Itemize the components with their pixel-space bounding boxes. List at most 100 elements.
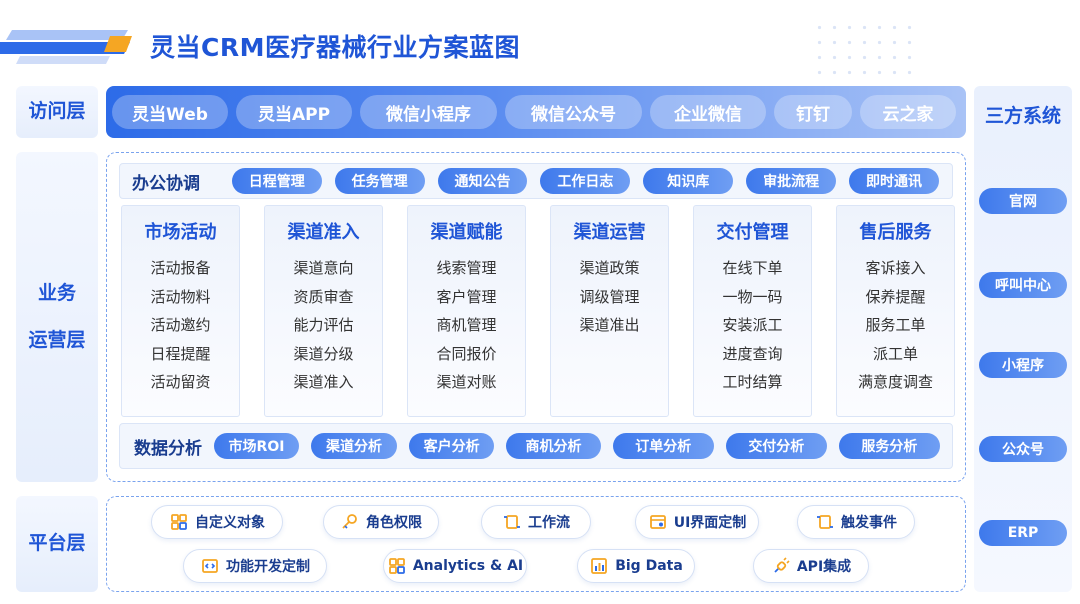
business-layer-label: 业务 运营层 (16, 152, 98, 482)
office-item: 知识库 (643, 168, 734, 194)
analysis-item: 交付分析 (725, 433, 827, 459)
access-item-dingtalk: 钉钉 (774, 95, 852, 129)
code-icon (200, 556, 220, 576)
office-item: 即时通讯 (849, 168, 939, 194)
scroll-icon (815, 512, 835, 532)
column-market-activity: 市场活动 活动报备 活动物料 活动邀约 日程提醒 活动留资 (121, 205, 240, 417)
platform-item-label: 自定义对象 (195, 515, 265, 531)
platform-layer-box: 自定义对象 角色权限 工作流 UI界面定制 触发事件 功能开发定制 Ana (106, 496, 966, 592)
third-party-item-miniprogram: 小程序 (979, 352, 1067, 378)
platform-item-api-integration: API集成 (753, 549, 869, 583)
column-item: 合同报价 (436, 344, 497, 363)
analysis-item: 订单分析 (612, 433, 714, 459)
business-layer-box: 办公协调 日程管理 任务管理 通知公告 工作日志 知识库 审批流程 即时通讯 市… (106, 152, 966, 482)
column-item: 工时结算 (722, 373, 783, 391)
platform-item-label: 角色权限 (366, 515, 422, 531)
access-item-yunzhijia: 云之家 (860, 95, 956, 129)
platform-item-role-permission: 角色权限 (323, 505, 439, 539)
column-delivery-management: 交付管理 在线下单 一物一码 安装派工 进度查询 工时结算 (693, 205, 812, 417)
platform-item-analytics-ai: Analytics & AI (383, 549, 527, 583)
column-item: 能力评估 (293, 316, 354, 334)
window-icon (648, 512, 668, 532)
office-title: 办公协调 (132, 173, 200, 194)
platform-item-label: 功能开发定制 (226, 559, 310, 575)
column-item: 保养提醒 (865, 287, 926, 306)
column-item: 一物一码 (722, 287, 783, 306)
analysis-item: 服务分析 (838, 433, 940, 459)
column-item: 进度查询 (722, 344, 783, 363)
business-columns: 市场活动 活动报备 活动物料 活动邀约 日程提醒 活动留资 渠道准入 渠道意向 … (121, 205, 955, 417)
column-title: 渠道准入 (287, 222, 360, 243)
access-item-web: 灵当Web (112, 95, 228, 129)
analysis-item: 市场ROI (213, 433, 300, 459)
page-title: 灵当CRM医疗器械行业方案蓝图 (150, 33, 520, 62)
column-item: 调级管理 (579, 287, 640, 306)
access-layer-label: 访问层 (16, 86, 98, 138)
column-channel-access: 渠道准入 渠道意向 资质审查 能力评估 渠道分级 渠道准入 (264, 205, 383, 417)
third-party-panel: 三方系统 官网 呼叫中心 小程序 公众号 ERP (974, 86, 1072, 592)
column-item: 活动报备 (150, 259, 211, 277)
column-item: 客诉接入 (865, 259, 926, 277)
platform-item-custom-object: 自定义对象 (151, 505, 283, 539)
column-item: 满意度调查 (857, 373, 933, 391)
chart-icon (589, 556, 609, 576)
column-title: 售后服务 (859, 222, 932, 243)
logo-stripes (0, 30, 132, 64)
third-party-title: 三方系统 (984, 105, 1061, 127)
column-item: 安装派工 (722, 316, 783, 334)
platform-item-ui-customization: UI界面定制 (635, 505, 759, 539)
access-item-miniprogram: 微信小程序 (360, 95, 497, 129)
column-title: 渠道赋能 (430, 222, 503, 243)
third-party-item-erp: ERP (979, 520, 1067, 546)
office-item: 任务管理 (334, 168, 425, 194)
analysis-item: 渠道分析 (311, 433, 397, 459)
office-item: 通知公告 (437, 168, 528, 194)
platform-item-custom-development: 功能开发定制 (183, 549, 327, 583)
column-title: 渠道运营 (573, 222, 646, 243)
platform-item-big-data: Big Data (577, 549, 695, 583)
column-item: 服务工单 (865, 316, 926, 334)
platform-item-label: Analytics & AI (412, 558, 524, 574)
platform-item-label: UI界面定制 (673, 515, 747, 531)
column-item: 渠道政策 (579, 259, 640, 277)
column-channel-enablement: 渠道赋能 线索管理 客户管理 商机管理 合同报价 渠道对账 (407, 205, 526, 417)
column-item: 渠道意向 (293, 259, 354, 277)
access-item-app: 灵当APP (236, 95, 352, 129)
data-analysis-row: 数据分析 市场ROI 渠道分析 客户分析 商机分析 订单分析 交付分析 服务分析 (119, 423, 953, 469)
column-channel-operation: 渠道运营 渠道政策 调级管理 渠道准出 (550, 205, 669, 417)
platform-layer-label: 平台层 (16, 496, 98, 592)
analysis-item: 商机分析 (506, 433, 601, 459)
access-bar: 灵当Web 灵当APP 微信小程序 微信公众号 企业微信 钉钉 云之家 (106, 86, 966, 138)
platform-item-label: Big Data (615, 558, 683, 574)
analysis-title: 数据分析 (134, 438, 202, 459)
column-item: 活动邀约 (150, 316, 211, 334)
plug-icon (771, 556, 791, 576)
column-item: 渠道对账 (436, 373, 497, 391)
business-label-line1: 业务 (37, 281, 76, 304)
third-party-item-website: 官网 (979, 188, 1067, 214)
column-title: 市场活动 (144, 222, 217, 243)
grid-icon (387, 556, 407, 576)
column-item: 资质审查 (293, 287, 354, 306)
column-item: 活动留资 (150, 373, 211, 391)
office-row: 办公协调 日程管理 任务管理 通知公告 工作日志 知识库 审批流程 即时通讯 (119, 163, 953, 199)
scroll-icon (502, 512, 522, 532)
column-item: 客户管理 (436, 287, 497, 306)
analysis-item: 客户分析 (408, 433, 495, 459)
access-item-wecom: 企业微信 (650, 95, 766, 129)
platform-item-label: 工作流 (528, 515, 570, 531)
decorative-dots (812, 20, 922, 80)
platform-item-label: 触发事件 (841, 515, 897, 531)
column-item: 渠道分级 (293, 344, 354, 363)
third-party-item-official-account: 公众号 (979, 436, 1067, 462)
column-item: 渠道准出 (579, 316, 640, 334)
business-label-line2: 运营层 (28, 329, 86, 351)
office-item: 工作日志 (540, 168, 631, 194)
platform-item-trigger-event: 触发事件 (797, 505, 915, 539)
column-item: 派工单 (872, 344, 918, 363)
platform-item-workflow: 工作流 (481, 505, 591, 539)
column-title: 交付管理 (716, 222, 789, 243)
platform-item-label: API集成 (796, 559, 852, 575)
key-icon (340, 512, 360, 532)
column-after-sales-service: 售后服务 客诉接入 保养提醒 服务工单 派工单 满意度调查 (836, 205, 955, 417)
